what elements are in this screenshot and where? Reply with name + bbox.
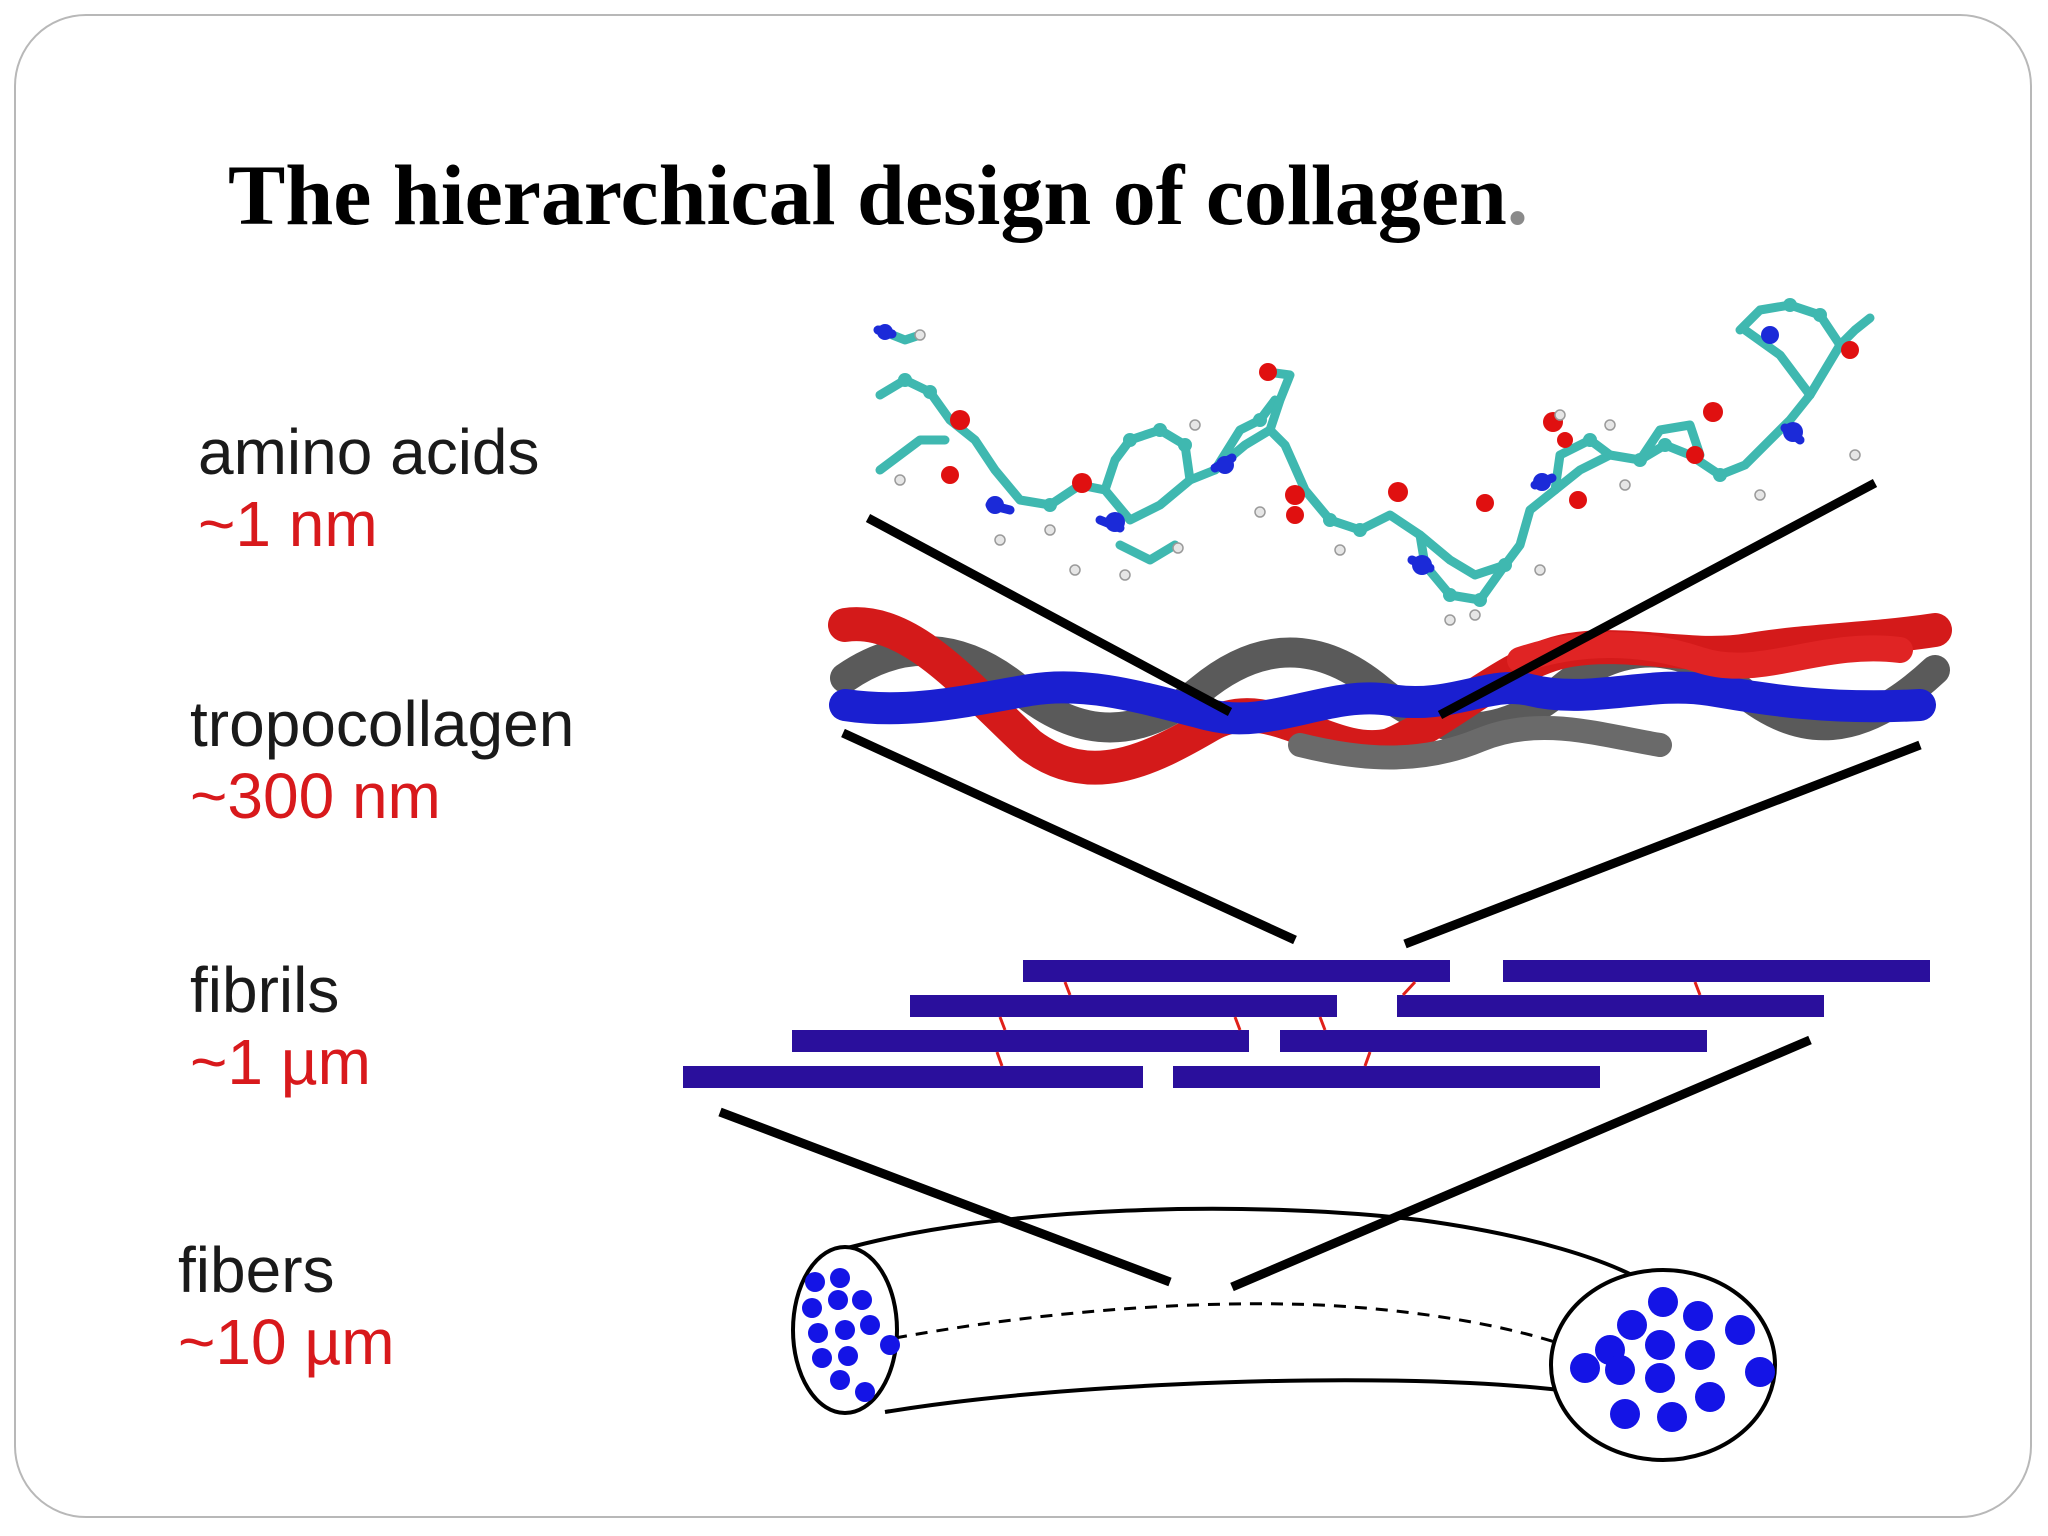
zoom-connectors xyxy=(718,479,1922,1292)
fibril-bar xyxy=(1280,1030,1707,1052)
zoom-line xyxy=(865,514,1233,716)
fibril-bar xyxy=(1397,995,1824,1017)
level-name: amino acids xyxy=(198,416,540,488)
zoom-line xyxy=(1230,1035,1812,1292)
level-name: tropocollagen xyxy=(190,688,575,760)
crosslink xyxy=(1363,1051,1372,1067)
fiber-tube-top-edge xyxy=(839,1206,1652,1287)
level-size: ~300 nm xyxy=(190,760,441,832)
fibril-bar xyxy=(910,995,1337,1017)
level-name: fibrils xyxy=(190,954,340,1026)
level-label-fibrils: fibrils ~1 µm xyxy=(190,958,371,1094)
fibril-bar xyxy=(792,1030,1249,1052)
fibril-array xyxy=(683,960,1930,1088)
zoom-line xyxy=(841,728,1297,945)
fiber-tube-center-dashed xyxy=(894,1302,1556,1344)
level-size: ~1 µm xyxy=(190,1026,371,1098)
amino-acid-molecule xyxy=(873,298,1875,626)
crosslink xyxy=(1063,981,1072,996)
level-size: ~10 µm xyxy=(178,1306,395,1378)
fibril-bar xyxy=(1023,960,1450,982)
fiber-tube-bottom-edge xyxy=(884,1378,1641,1414)
fiber-tube xyxy=(791,1206,1777,1462)
zoom-line xyxy=(1437,479,1878,719)
slide-title: The hierarchical design of collagen. xyxy=(228,148,1528,243)
crosslink xyxy=(1401,980,1417,997)
title-period: . xyxy=(1506,147,1529,243)
zoom-line xyxy=(1403,740,1922,949)
helix-strand-gray-front xyxy=(1288,715,1672,770)
crosslink xyxy=(998,1016,1007,1031)
helix-strand-red-front xyxy=(1507,632,1913,679)
fibril-bar xyxy=(1503,960,1930,982)
title-text: The hierarchical design of collagen xyxy=(228,147,1507,243)
level-size: ~1 nm xyxy=(198,488,378,560)
fibril-bar xyxy=(1173,1066,1600,1088)
crosslink xyxy=(1233,1016,1242,1031)
zoom-line xyxy=(718,1107,1172,1287)
slide-frame xyxy=(14,14,2032,1518)
crosslink xyxy=(1318,1016,1327,1031)
tropocollagen-triple-helix xyxy=(828,607,1952,785)
level-label-fibers: fibers ~10 µm xyxy=(178,1238,395,1374)
crosslink xyxy=(1693,981,1702,996)
level-label-tropocollagen: tropocollagen ~300 nm xyxy=(190,692,574,828)
fibril-bar xyxy=(683,1066,1143,1088)
level-name: fibers xyxy=(178,1234,335,1306)
crosslink xyxy=(995,1051,1004,1067)
level-label-amino-acids: amino acids ~1 nm xyxy=(198,420,540,556)
helix-strand-blue xyxy=(829,671,1936,735)
